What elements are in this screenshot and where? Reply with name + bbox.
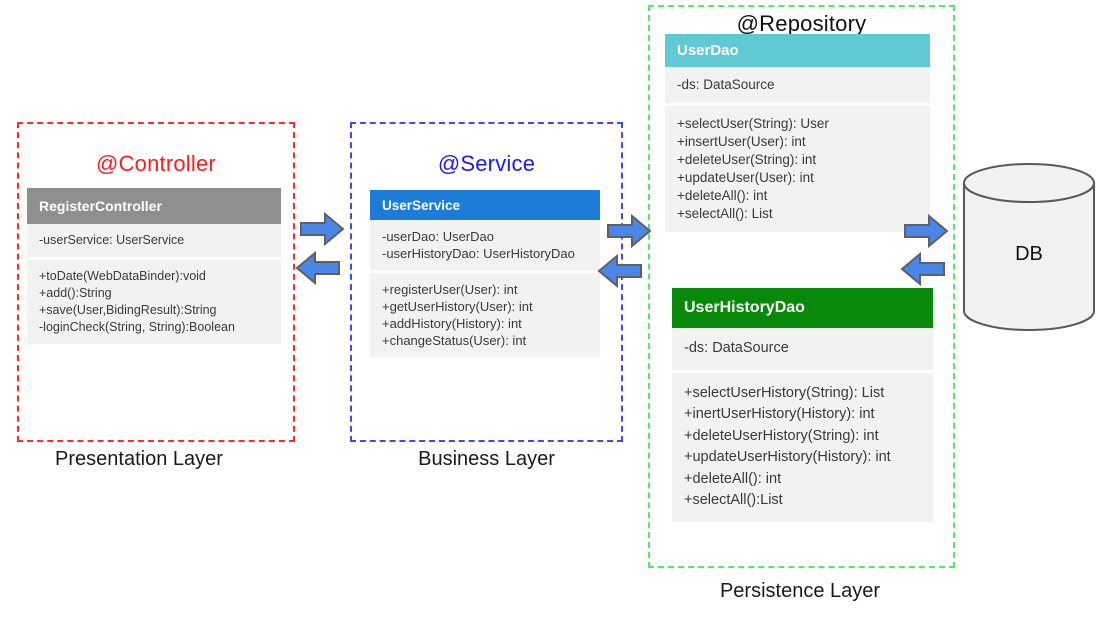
attribute: -userDao: UserDao <box>382 229 494 244</box>
method: +inertUserHistory(History): int <box>684 406 875 422</box>
class-header: UserHistoryDao <box>672 288 933 328</box>
class-attributes: -ds: DataSource <box>665 67 930 103</box>
method: +selectUser(String): User <box>677 116 829 131</box>
service-annotation: @Service <box>437 151 536 176</box>
class-attributes: -userDao: UserDao -userHistoryDao: UserH… <box>370 220 600 270</box>
user-service-class: UserService -userDao: UserDao -userHisto… <box>370 190 600 357</box>
method: +deleteUser(String): int <box>677 152 817 167</box>
method: +insertUser(User): int <box>677 134 806 149</box>
database-cylinder-icon <box>963 163 1095 331</box>
method: +changeStatus(User): int <box>382 333 527 348</box>
business-layer-label: Business Layer <box>418 448 555 470</box>
arrow-left-db-to-persistence-icon <box>900 251 945 287</box>
method: +getUserHistory(User): int <box>382 299 533 314</box>
arrow-right-persistence-to-db-icon <box>904 213 949 249</box>
class-methods: +toDate(WebDataBinder):void +add():Strin… <box>27 260 281 344</box>
arrow-right-business-to-persistence-icon <box>607 213 652 249</box>
class-attributes: -userService: UserService <box>27 224 281 257</box>
business-layer-box: @Service UserService -userDao: UserDao -… <box>350 122 623 442</box>
class-methods: +selectUser(String): User +insertUser(Us… <box>665 106 930 232</box>
method: +save(User,BidingResult):String <box>39 303 217 317</box>
method: +deleteAll(): int <box>684 470 782 487</box>
attribute: -userService: UserService <box>39 233 185 247</box>
class-attributes: -ds: DataSource <box>672 328 933 370</box>
method: +addHistory(History): int <box>382 316 522 331</box>
method: +add():String <box>39 286 112 300</box>
method: +selectAll(): List <box>677 206 773 221</box>
persistence-layer-label: Persistence Layer <box>719 580 881 602</box>
repository-annotation: @Repository <box>736 11 867 36</box>
user-history-dao-class: UserHistoryDao -ds: DataSource +selectUs… <box>672 288 933 522</box>
class-header: RegisterController <box>27 188 281 224</box>
arrow-left-business-to-presentation-icon <box>295 250 340 286</box>
method: +selectUserHistory(String): List <box>684 384 885 401</box>
arrow-left-persistence-to-business-icon <box>597 253 642 289</box>
user-dao-class: UserDao -ds: DataSource +selectUser(Stri… <box>665 34 930 232</box>
database-label: DB <box>1015 243 1043 265</box>
method: +registerUser(User): int <box>382 282 518 297</box>
method: +updateUser(User): int <box>677 170 814 185</box>
database: DB <box>961 161 1097 333</box>
attribute: -ds: DataSource <box>684 340 789 356</box>
method: +toDate(WebDataBinder):void <box>39 269 206 283</box>
method: +selectAll():List <box>684 492 783 508</box>
persistence-layer-box: @Repository UserDao -ds: DataSource +sel… <box>648 5 955 568</box>
presentation-layer-label: Presentation Layer <box>55 448 223 470</box>
class-methods: +registerUser(User): int +getUserHistory… <box>370 273 600 357</box>
attribute: -ds: DataSource <box>677 77 775 92</box>
register-controller-class: RegisterController -userService: UserSer… <box>27 188 281 344</box>
attribute: -userHistoryDao: UserHistoryDao <box>382 246 575 261</box>
method: +updateUserHistory(History): int <box>684 449 891 465</box>
class-header: UserDao <box>665 34 930 67</box>
method: -loginCheck(String, String):Boolean <box>39 320 235 334</box>
presentation-layer-box: @Controller RegisterController -userServ… <box>17 122 295 442</box>
method: +deleteAll(): int <box>677 188 768 203</box>
method: +deleteUserHistory(String): int <box>684 427 879 444</box>
controller-annotation: @Controller <box>96 151 216 176</box>
class-methods: +selectUserHistory(String): List +inertU… <box>672 372 933 522</box>
arrow-right-presentation-to-business-icon <box>300 211 345 247</box>
class-header: UserService <box>370 190 600 220</box>
